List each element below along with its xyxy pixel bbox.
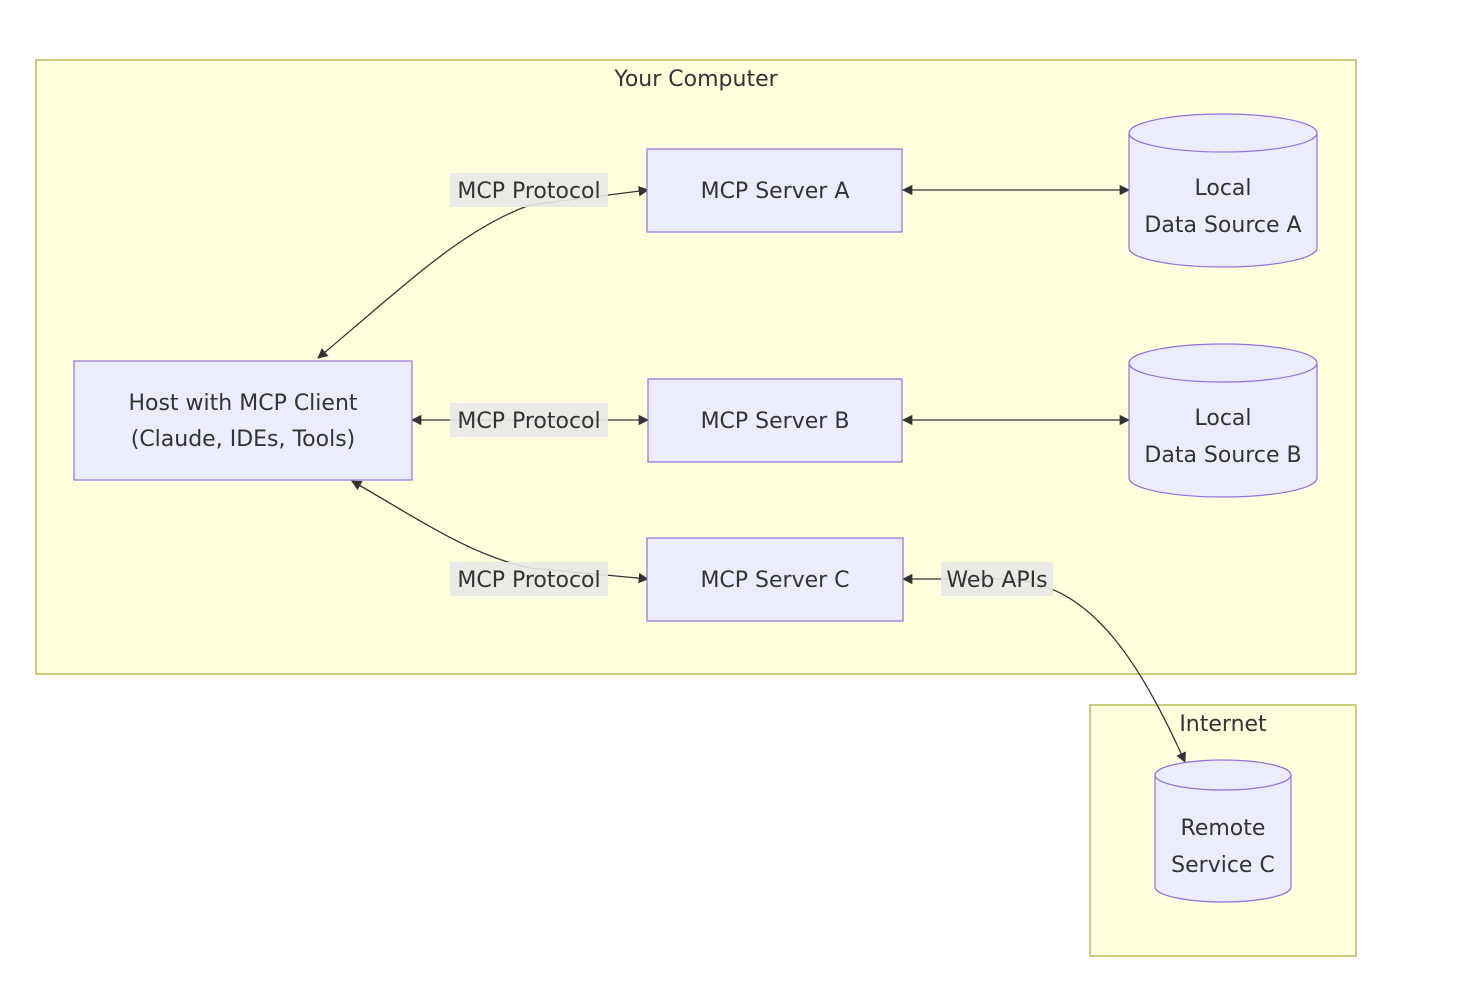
node-server-c: MCP Server C [646, 537, 904, 622]
node-host-line1: Host with MCP Client [128, 391, 357, 416]
edge-host-server-a: MCP Protocol [317, 173, 650, 359]
node-server-c-label: MCP Server C [700, 568, 849, 593]
edge-label-host-server-c: MCP Protocol [457, 568, 600, 593]
node-data-source-a-line2: Data Source A [1144, 213, 1301, 238]
node-host: Host with MCP Client (Claude, IDEs, Tool… [73, 360, 413, 481]
edge-label-server-c-remote: Web APIs [946, 568, 1047, 593]
edge-label-host-server-b: MCP Protocol [457, 409, 600, 434]
node-data-source-a: Local Data Source A [1128, 113, 1318, 268]
cluster-title-your-computer: Your Computer [613, 67, 778, 92]
edge-server-c-remote: Web APIs [901, 562, 1186, 763]
node-data-source-a-line1: Local [1194, 176, 1251, 201]
node-server-b: MCP Server B [647, 378, 903, 463]
node-data-source-b: Local Data Source B [1128, 343, 1318, 498]
node-remote-service-c: Remote Service C [1154, 759, 1292, 903]
node-host-line2: (Claude, IDEs, Tools) [131, 427, 356, 452]
node-data-source-b-line2: Data Source B [1144, 443, 1301, 468]
node-server-b-label: MCP Server B [701, 409, 850, 434]
node-remote-service-c-line1: Remote [1181, 816, 1266, 841]
node-remote-service-c-line2: Service C [1171, 853, 1275, 878]
node-server-a-label: MCP Server A [701, 179, 850, 204]
node-server-a: MCP Server A [646, 148, 903, 233]
node-data-source-b-line1: Local [1194, 406, 1251, 431]
cluster-title-internet: Internet [1179, 712, 1267, 737]
edge-host-server-c: MCP Protocol [351, 480, 650, 596]
edge-label-host-server-a: MCP Protocol [457, 179, 600, 204]
edge-host-server-b: MCP Protocol [410, 403, 650, 437]
